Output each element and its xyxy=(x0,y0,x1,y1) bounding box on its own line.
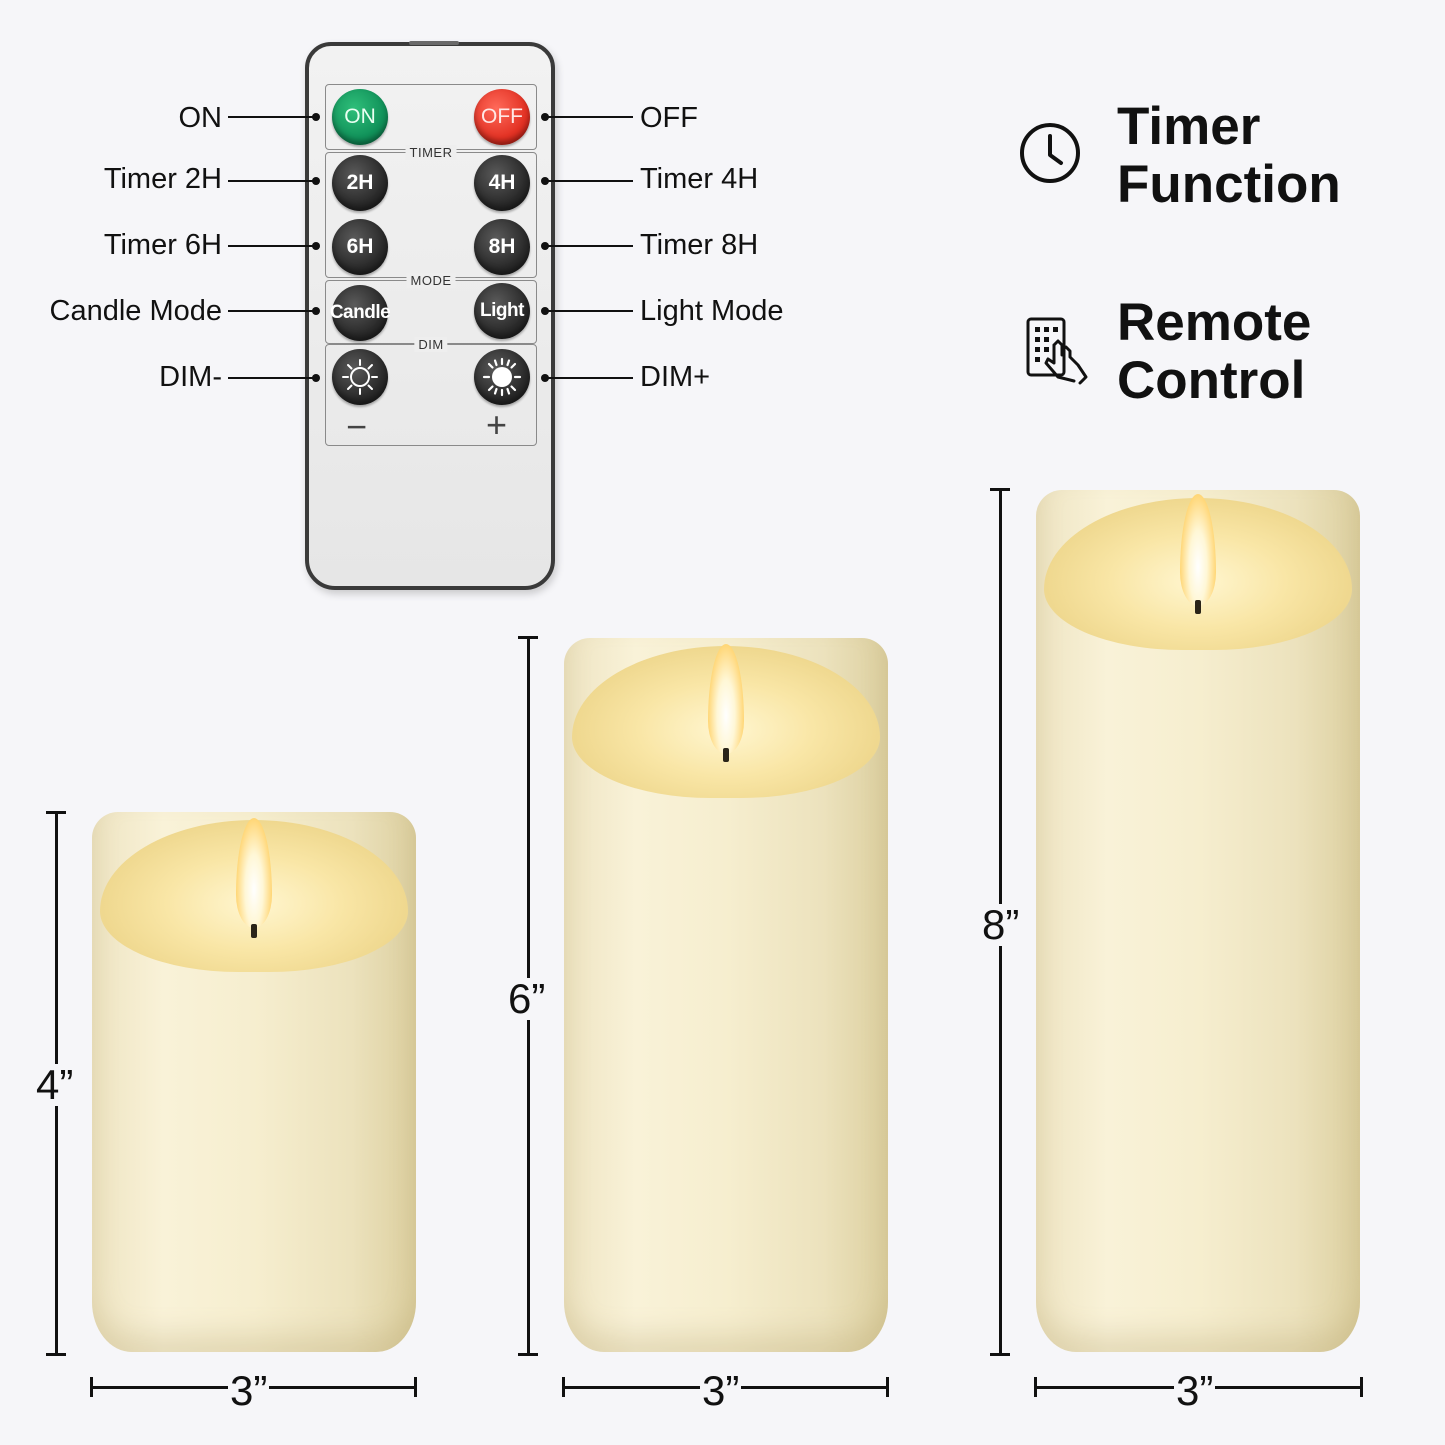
feature-remote-line1: Remote xyxy=(1117,293,1312,352)
callout-dot xyxy=(312,113,320,121)
callout-on: ON xyxy=(178,102,223,134)
sun-bright-icon xyxy=(482,357,522,397)
sun-outline-icon xyxy=(342,359,378,395)
callout-line xyxy=(545,377,633,379)
remote-control: ON OFF TIMER 2H 4H 6H 8H MODE Candle Lig… xyxy=(305,41,555,590)
feature-timer-line2: Function xyxy=(1117,155,1341,214)
candle-large-height: 8” xyxy=(980,901,1022,948)
clock-icon xyxy=(1020,123,1080,183)
callout-line xyxy=(228,116,316,118)
callout-line xyxy=(228,180,316,182)
callout-light-mode: Light Mode xyxy=(640,295,784,327)
dim-cap xyxy=(886,1377,889,1397)
dim-panel: DIM xyxy=(325,337,537,447)
callout-dim-plus: DIM+ xyxy=(640,361,711,393)
candle-large-wick xyxy=(1195,600,1201,614)
feature-timer-line1: Timer xyxy=(1117,97,1261,156)
candle-small-width: 3” xyxy=(228,1367,270,1414)
on-button[interactable]: ON xyxy=(332,89,388,145)
callout-dot xyxy=(312,177,320,185)
off-button[interactable]: OFF xyxy=(474,89,530,145)
dim-cap xyxy=(414,1377,417,1397)
dim-cap xyxy=(990,1353,1010,1356)
candle-mode-button[interactable]: Candle xyxy=(330,285,391,341)
callout-dot xyxy=(312,374,320,382)
callout-timer-2h: Timer 2H xyxy=(103,163,222,195)
dim-plus-button[interactable] xyxy=(474,349,530,405)
callout-off: OFF xyxy=(640,102,698,134)
remote-hand-icon xyxy=(1026,317,1088,385)
dim-cap xyxy=(1360,1377,1363,1397)
candle-small-wick xyxy=(251,924,257,938)
feature-remote-line2: Control xyxy=(1117,351,1306,410)
light-mode-button[interactable]: Light xyxy=(474,283,530,339)
minus-sign: − xyxy=(346,406,368,447)
callout-line xyxy=(545,180,633,182)
callout-dot xyxy=(312,242,320,250)
timer-panel-label: TIMER xyxy=(405,145,457,160)
feature-timer-title: Timer Function xyxy=(1117,98,1341,214)
timer-2h-button[interactable]: 2H xyxy=(332,155,388,211)
callout-timer-4h: Timer 4H xyxy=(640,163,759,195)
feature-remote-title: Remote Control xyxy=(1117,294,1311,410)
timer-panel: TIMER 2H 4H 6H 8H xyxy=(325,145,537,278)
callout-dot xyxy=(312,307,320,315)
candle-medium-width: 3” xyxy=(700,1367,742,1414)
dim-panel-label: DIM xyxy=(414,337,448,352)
callout-timer-6h: Timer 6H xyxy=(103,229,222,261)
dim-minus-button[interactable] xyxy=(332,349,388,405)
plus-sign: + xyxy=(486,404,508,445)
timer-6h-button[interactable]: 6H xyxy=(332,219,388,275)
timer-8h-button[interactable]: 8H xyxy=(474,219,530,275)
callout-line xyxy=(228,377,316,379)
mode-panel: MODE Candle Light xyxy=(325,273,537,344)
callout-line xyxy=(545,310,633,312)
callout-dim-minus: DIM- xyxy=(159,361,222,393)
timer-4h-button[interactable]: 4H xyxy=(474,155,530,211)
callout-timer-8h: Timer 8H xyxy=(640,229,759,261)
candle-medium-wick xyxy=(723,748,729,762)
candle-small-height: 4” xyxy=(34,1061,76,1108)
candle-large-width: 3” xyxy=(1174,1367,1216,1414)
callout-line xyxy=(228,245,316,247)
mode-panel-label: MODE xyxy=(406,273,456,288)
callout-line xyxy=(545,116,633,118)
remote-notch xyxy=(409,41,459,45)
callout-line xyxy=(545,245,633,247)
callout-line xyxy=(228,310,316,312)
power-panel: ON OFF xyxy=(325,84,537,150)
callout-candle-mode: Candle Mode xyxy=(49,295,223,327)
dim-cap xyxy=(46,1353,66,1356)
candle-medium-height: 6” xyxy=(506,975,548,1022)
dim-cap xyxy=(518,1353,538,1356)
